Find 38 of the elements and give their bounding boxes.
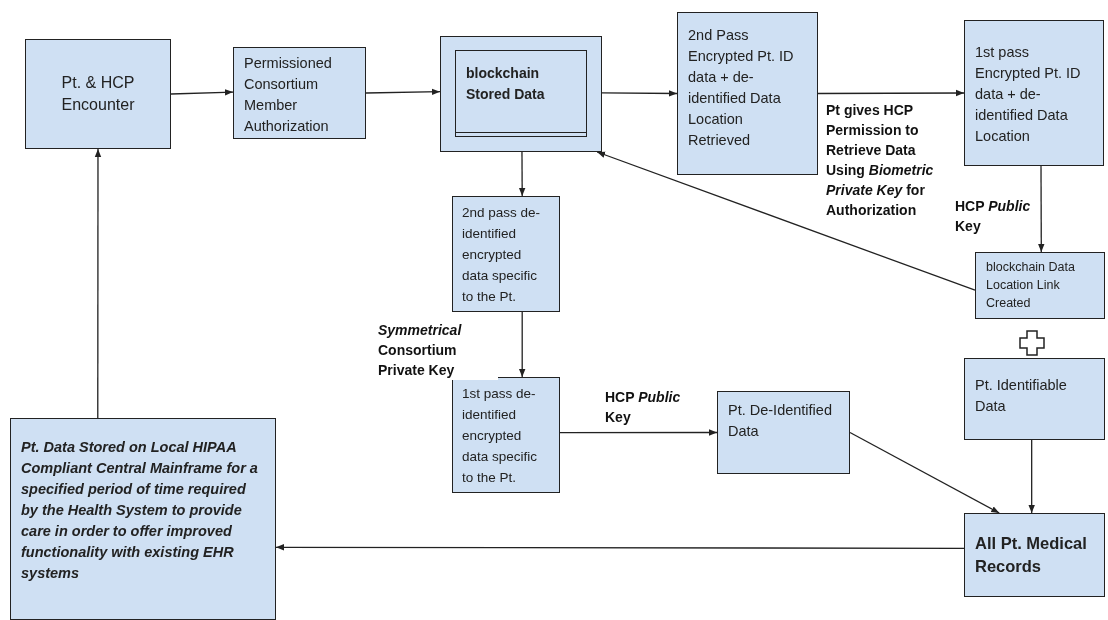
- arrow: [365, 88, 441, 95]
- process-box: [233, 47, 366, 139]
- arrow: [1038, 165, 1045, 253]
- box-text: blockchain Data Location Link Created: [985, 259, 1076, 312]
- process-box: [452, 196, 560, 312]
- arrow: [596, 151, 976, 291]
- box-text: 1st pass de-identified encrypted data specific to the Pt.: [461, 385, 539, 487]
- process-box: [717, 391, 850, 474]
- box-text: Pt. & HCP Encounter: [60, 73, 136, 115]
- box-text: Pt. Data Stored on Local HIPAA Compliant Central Mainframe for a specified period of time required by the Health System to provide care in order to offer improved functionality with existing EHR systems: [20, 438, 259, 583]
- arrow: [817, 89, 965, 97]
- arrow: [275, 544, 965, 551]
- process-box: [677, 12, 818, 175]
- process-box: [964, 20, 1104, 166]
- process-box: [964, 358, 1105, 440]
- box-text: All Pt. Medical Records: [974, 533, 1088, 577]
- arrow: [170, 89, 234, 96]
- box-text: Pt. De-Identified Data: [727, 401, 833, 441]
- arrow: [559, 429, 718, 436]
- box-text: blockchain Stored Data: [465, 64, 546, 104]
- container-box: [440, 36, 602, 152]
- process-box: [975, 252, 1105, 319]
- process-box: [25, 39, 171, 149]
- arrow: [519, 311, 526, 378]
- box-text: 2nd pass de-identified encrypted data specific to the Pt.: [461, 204, 542, 306]
- process-box: [964, 513, 1105, 597]
- box-text: 2nd Pass Encrypted Pt. ID data + de-identified Data Location Retrieved: [687, 26, 795, 150]
- arrow: [94, 148, 102, 419]
- box-text: Permissioned Consortium Member Authorization: [243, 54, 333, 136]
- arrow: [601, 90, 678, 97]
- box-text: 1st pass Encrypted Pt. ID data + de-identified Data Location: [974, 43, 1082, 146]
- process-box: [455, 50, 587, 137]
- process-box: [10, 418, 276, 620]
- process-box: [452, 377, 560, 493]
- arrow: [518, 151, 526, 197]
- box-text: Pt. Identifiable Data: [974, 376, 1068, 416]
- arrow: [849, 431, 1000, 514]
- arrow: [1028, 439, 1035, 514]
